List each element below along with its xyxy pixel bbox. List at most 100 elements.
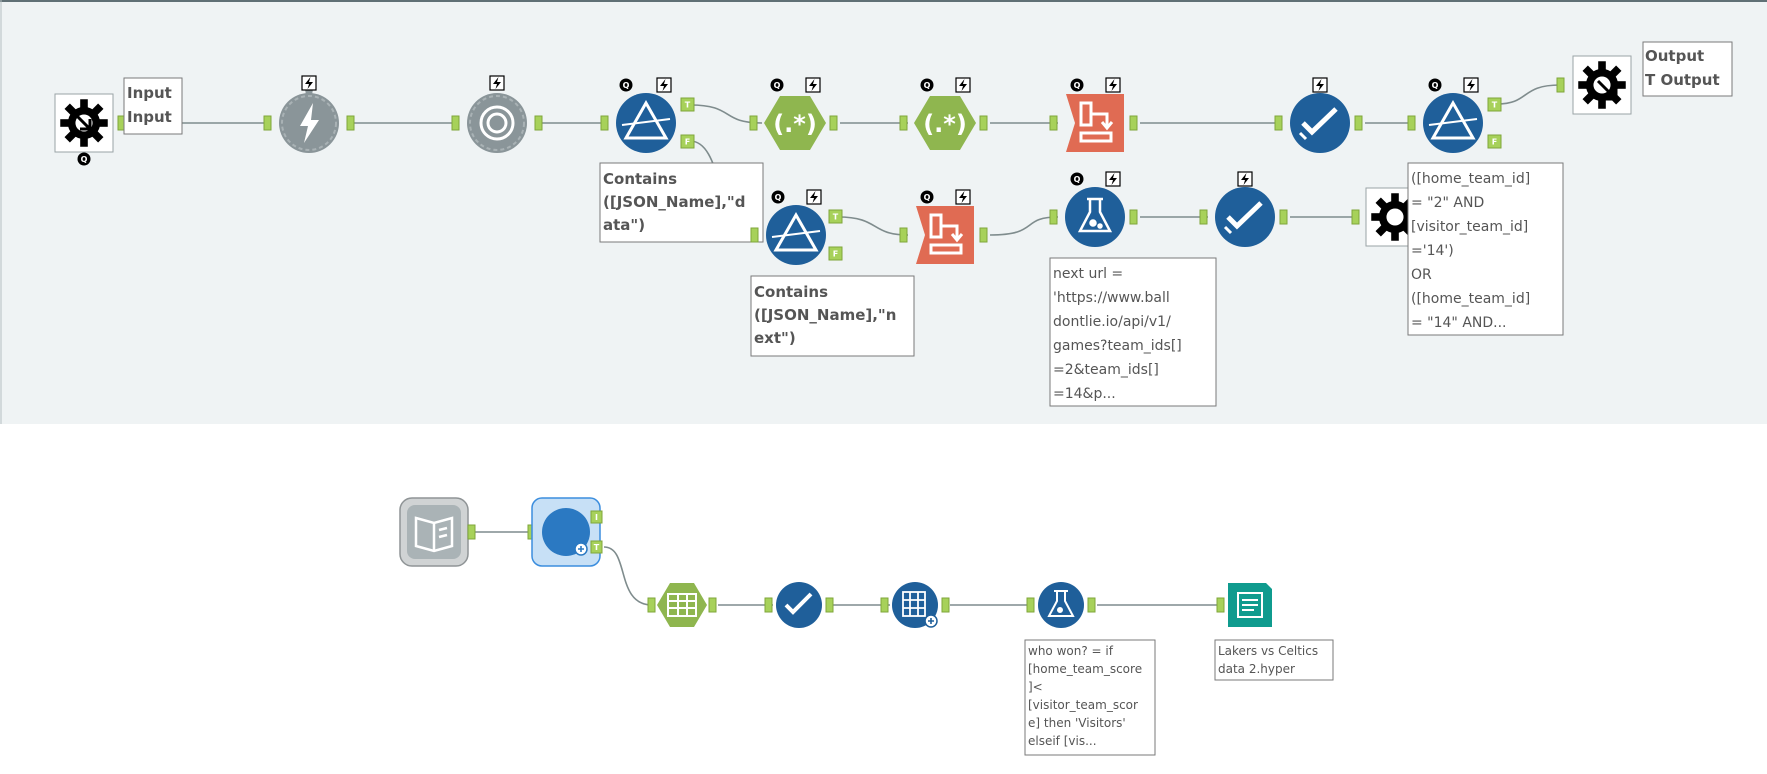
dynamic-input-tool[interactable]: [263, 75, 355, 153]
svg-text:games?team_ids[]: games?team_ids[]: [1053, 338, 1182, 354]
svg-text:Q: Q: [924, 193, 931, 202]
cross-tab-icon: [667, 593, 697, 617]
svg-text:F: F: [685, 138, 690, 147]
annotation-filter-teams-overlay: ([home_team_id] = "2" AND [visitor_team_…: [1407, 162, 1564, 336]
dynamic-badge-icon: [489, 75, 505, 91]
annotation-formula-winner: who won? = if [home_team_score ]< [visit…: [1024, 639, 1156, 756]
output-data-icon: [1237, 592, 1263, 618]
select-tool-2[interactable]: [1199, 171, 1288, 247]
input-book-tool[interactable]: [399, 497, 476, 567]
formula-tool-winner[interactable]: [1026, 582, 1096, 628]
download-tool[interactable]: [451, 75, 543, 153]
output-data-tool[interactable]: [1216, 583, 1272, 627]
select-check-icon: [784, 592, 813, 615]
dynamic-badge-icon: [1463, 77, 1479, 93]
svg-text:e] then 'Visitors': e] then 'Visitors': [1028, 716, 1126, 730]
annotation-output: Output T Output: [1642, 41, 1733, 97]
svg-text:= "14" AND...: = "14" AND...: [1411, 315, 1507, 331]
multi-field-grid-icon: [902, 591, 926, 617]
filter-tool-teams[interactable]: T F Q: [1407, 77, 1502, 153]
cache-badge-icon: Q: [770, 78, 784, 92]
svg-text:]<: ]<: [1028, 680, 1043, 694]
svg-text:ext"): ext"): [754, 329, 796, 347]
svg-text:Lakers vs Celtics: Lakers vs Celtics: [1218, 644, 1318, 658]
svg-text:I: I: [595, 513, 598, 522]
cache-badge-icon: Q: [771, 190, 785, 204]
text-to-columns-tool-1[interactable]: Q: [1049, 77, 1138, 152]
formula-flask-icon: [1077, 197, 1113, 233]
text-to-columns-icon: [1079, 101, 1114, 143]
cache-badge-icon: Q: [920, 78, 934, 92]
regex-tool-2[interactable]: (.*) Q: [899, 77, 988, 150]
dynamic-badge-icon: [806, 189, 822, 205]
select-tool-3[interactable]: [764, 582, 834, 628]
dynamic-badge-icon: [1312, 77, 1328, 93]
svg-text:Input: Input: [127, 84, 172, 102]
cache-badge-icon: Q: [77, 152, 91, 166]
regex-hexagon-icon: (.*): [773, 110, 817, 138]
multi-field-formula-tool[interactable]: [880, 582, 950, 628]
filter-tool-next[interactable]: T F Q: [750, 189, 843, 265]
svg-text:Q: Q: [623, 81, 630, 90]
dynamic-badge-icon: [1105, 171, 1121, 187]
dynamic-badge-icon: [955, 189, 971, 205]
formula-tool-next-url[interactable]: Q: [1049, 171, 1138, 247]
svg-text:Q: Q: [1074, 81, 1081, 90]
macro-input-tool[interactable]: Q: [54, 93, 126, 166]
svg-text:= "2" AND: = "2" AND: [1411, 195, 1484, 211]
text-to-columns-icon: [929, 213, 964, 255]
svg-text:Q: Q: [924, 81, 931, 90]
regex-tool-1[interactable]: (.*) Q: [749, 77, 838, 150]
annotation-formula-next: next url = 'https://www.ball dontlie.io/…: [1049, 257, 1217, 407]
svg-text:='14'): ='14'): [1411, 243, 1454, 259]
svg-text:Q: Q: [775, 193, 782, 202]
cache-badge-icon: Q: [1070, 172, 1084, 186]
svg-text:T: T: [833, 213, 839, 222]
svg-text:([JSON_Name],"d: ([JSON_Name],"d: [603, 193, 746, 211]
filter-tool-data[interactable]: T F Q: [600, 77, 695, 153]
svg-text:=14&p...: =14&p...: [1053, 386, 1116, 402]
svg-text:'https://www.ball: 'https://www.ball: [1053, 290, 1170, 306]
download-ring-icon: [479, 105, 515, 141]
dynamic-badge-icon: [656, 77, 672, 93]
annotation-output-file: Lakers vs Celtics data 2.hyper: [1214, 639, 1334, 681]
cross-tab-tool[interactable]: [647, 583, 717, 627]
text-to-columns-tool-2[interactable]: Q: [899, 189, 988, 264]
svg-text:[visitor_team_id]: [visitor_team_id]: [1411, 219, 1528, 235]
book-icon: [414, 516, 454, 553]
svg-text:ata"): ata"): [603, 216, 645, 234]
svg-text:dontlie.io/api/v1/: dontlie.io/api/v1/: [1053, 314, 1171, 330]
cache-badge-icon: Q: [619, 78, 633, 92]
select-check-icon: [1301, 107, 1338, 136]
svg-text:([JSON_Name],"n: ([JSON_Name],"n: [754, 306, 896, 324]
annotation-input: Input Input: [123, 77, 183, 135]
cache-badge-icon: Q: [920, 190, 934, 204]
cache-badge-icon: Q: [1070, 78, 1084, 92]
svg-text:Q: Q: [1074, 175, 1081, 184]
svg-text:T Output: T Output: [1645, 71, 1720, 89]
svg-text:Q: Q: [1432, 81, 1439, 90]
svg-text:([home_team_id]: ([home_team_id]: [1411, 171, 1530, 187]
svg-text:T: T: [594, 543, 600, 552]
annotation-filter-data: Contains ([JSON_Name],"d ata"): [599, 162, 764, 243]
svg-text:F: F: [1492, 138, 1497, 147]
svg-text:=2&team_ids[]: =2&team_ids[]: [1053, 362, 1159, 378]
dynamic-badge-icon: [301, 75, 317, 91]
svg-text:data 2.hyper: data 2.hyper: [1218, 662, 1295, 676]
macro-tool-selected[interactable]: I T: [527, 497, 603, 567]
svg-text:Input: Input: [127, 108, 172, 126]
macro-output-tool[interactable]: [1556, 55, 1632, 115]
dynamic-badge-icon: [1237, 171, 1253, 187]
dynamic-badge-icon: [955, 77, 971, 93]
svg-text:Q: Q: [774, 81, 781, 90]
dynamic-lightning-icon: [300, 103, 319, 143]
svg-text:elseif [vis...: elseif [vis...: [1028, 734, 1097, 748]
filter-prism-icon: [771, 211, 821, 252]
svg-text:F: F: [833, 250, 838, 259]
dynamic-badge-icon: [1105, 77, 1121, 93]
svg-text:Output: Output: [1645, 47, 1704, 65]
svg-text:who won? = if: who won? = if: [1028, 644, 1114, 658]
select-tool-1[interactable]: [1274, 77, 1363, 153]
formula-flask-icon: [1047, 590, 1075, 617]
